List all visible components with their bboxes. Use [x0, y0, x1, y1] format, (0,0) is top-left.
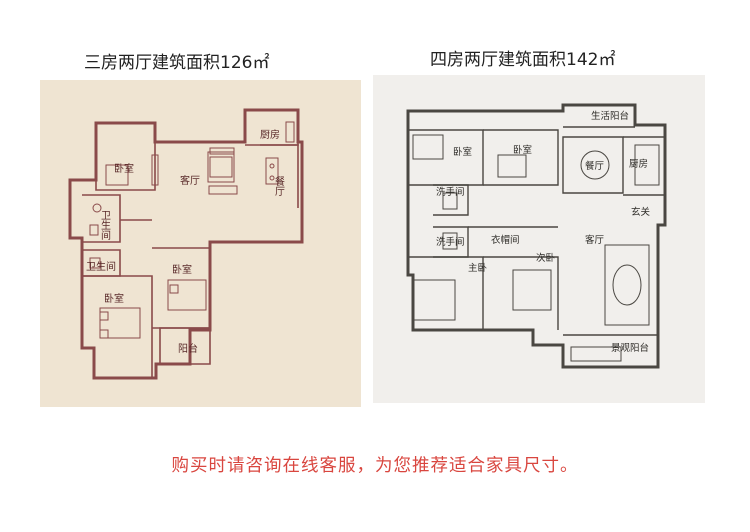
right-floor-plan: 生活阳台 卧室 卧室 餐厅 厨房 洗手间 洗手间 玄关 衣帽间 客厅 主卧 次卧…: [373, 75, 705, 403]
left-floor-plan: 卧室 客厅 厨房 餐厅 卫生间 卫生间 卧室 卧室 阳台: [40, 80, 361, 407]
right-room-master: 主卧: [468, 262, 488, 274]
right-room-entry: 玄关: [631, 206, 651, 218]
right-room-cloakroom: 衣帽间: [491, 234, 520, 246]
left-plan-drawing: 卧室 客厅 厨房 餐厅 卫生间 卫生间 卧室 卧室 阳台: [68, 108, 304, 380]
left-plan-title: 三房两厅建筑面积126㎡: [84, 53, 270, 73]
left-room-living: 客厅: [180, 174, 200, 187]
right-room-view-balcony: 景观阳台: [611, 342, 649, 354]
right-room-second: 次卧: [536, 252, 556, 264]
right-room-service-balcony: 生活阳台: [591, 110, 629, 122]
right-plan-title: 四房两厅建筑面积142㎡: [430, 50, 616, 70]
left-room-balcony: 阳台: [178, 342, 198, 355]
right-room-bedroom-b: 卧室: [513, 144, 532, 156]
left-room-bath-b: 卫生间: [86, 260, 116, 273]
right-room-wash-b: 洗手间: [436, 236, 465, 248]
left-room-bedroom-b: 卧室: [172, 263, 192, 276]
right-room-dining: 餐厅: [585, 160, 605, 172]
right-room-kitchen: 厨房: [629, 158, 648, 170]
right-room-bedroom-a: 卧室: [453, 146, 472, 158]
right-plan-drawing: 生活阳台 卧室 卧室 餐厅 厨房 洗手间 洗手间 玄关 衣帽间 客厅 主卧 次卧…: [406, 103, 667, 369]
left-room-bedroom-c: 卧室: [104, 292, 124, 305]
right-room-wash-a: 洗手间: [436, 186, 465, 198]
left-room-bath-a: 卫生间: [99, 210, 111, 241]
left-room-bedroom-a: 卧室: [114, 162, 134, 175]
footer-notice: 购买时请咨询在线客服，为您推荐适合家具尺寸。: [171, 456, 579, 476]
left-room-dining: 餐厅: [273, 175, 285, 196]
right-room-living: 客厅: [585, 234, 605, 246]
left-room-kitchen: 厨房: [260, 128, 280, 141]
